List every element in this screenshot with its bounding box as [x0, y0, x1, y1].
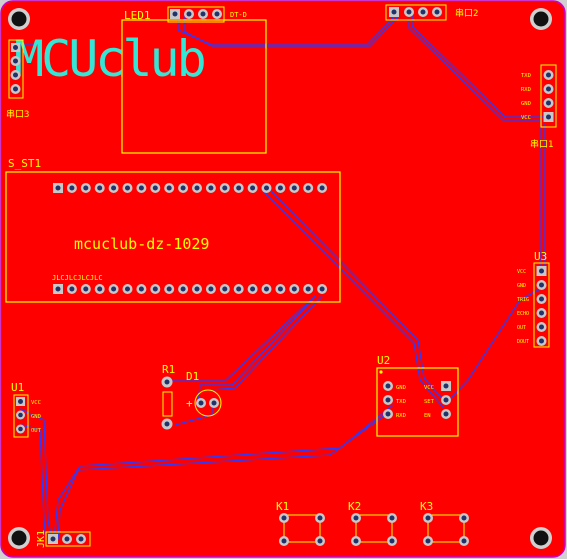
serial1-pin-2: RXD	[521, 87, 531, 93]
serial3-ref: 串口3	[6, 109, 29, 120]
u3-pin-3: TRIG	[517, 297, 529, 303]
serial3-connector: 串口3	[6, 39, 29, 120]
header-top-pin-hole-4	[97, 185, 103, 191]
header-top-pin-hole-12	[208, 185, 214, 191]
d1-ref: D1	[186, 370, 199, 383]
u2-pin-r2: SET	[424, 399, 435, 405]
s-st1-header: S_ST1 mcuclub-dz-1029 JLCJLCJLCJLC	[5, 157, 341, 303]
k3-button: K3	[420, 500, 469, 546]
serial1-ref: 串口1	[530, 139, 553, 150]
header-bottom-pin-hole-9	[166, 286, 172, 292]
k1-ref: K1	[276, 500, 289, 513]
u1-ref: U1	[11, 381, 24, 394]
silk-small-row: JLCJLCJLCJLC	[52, 274, 103, 282]
header-top-pin-hole-3	[83, 185, 89, 191]
header-top-pin-hole-17	[277, 185, 283, 191]
header-top-pin-hole-11	[194, 185, 200, 191]
u2-module: U2 GND TXD RXD VCC SET EN	[376, 354, 459, 437]
serial2-ref: 串口2	[455, 8, 478, 19]
u3-pin-4: ECHO	[517, 311, 529, 317]
header-bottom-pin-hole-6	[125, 286, 130, 292]
header-top-pin-hole-9	[166, 185, 172, 191]
u3-module: U3 VCC GND TRIG ECHO OUT DOUT	[517, 250, 550, 348]
header-top-pin-hole-6	[125, 185, 130, 191]
serial1-connector: TXD RXD GND VCC 串口1	[521, 64, 557, 150]
led1-pin-note: DT-D	[230, 11, 247, 19]
k2-button: K2	[348, 500, 397, 546]
u3-pin-5: OUT	[517, 325, 526, 331]
u2-pin-r3: EN	[424, 413, 431, 419]
u3-ref: U3	[534, 250, 547, 263]
serial1-pin-3: GND	[521, 101, 531, 107]
header-top-pin-hole-19	[305, 185, 311, 191]
u2-pin-l2: TXD	[396, 399, 406, 405]
header-top-pin-hole-15	[250, 185, 256, 191]
serial1-pin-1: TXD	[521, 73, 531, 79]
header-bottom-pin-hole-7	[138, 286, 144, 292]
header-bottom-pin-hole-11	[194, 286, 200, 292]
traces	[19, 15, 548, 541]
mounting-holes	[8, 8, 552, 549]
led1-ref: LED1	[124, 9, 151, 22]
silk-main-text: mcuclub-dz-1029	[74, 235, 209, 253]
header-bottom-pin-hole-3	[83, 286, 89, 292]
header-top-pin-hole-2	[69, 185, 75, 191]
r1-ref: R1	[162, 363, 175, 376]
header-top-pin-hole-8	[152, 185, 158, 191]
d1-led: D1 +	[186, 370, 222, 417]
header-bottom-pin-hole-10	[180, 286, 186, 292]
header-bottom-pin-hole-19	[305, 286, 311, 292]
header-top-pin-hole-10	[180, 185, 186, 191]
header-top-pin-hole-13	[222, 185, 228, 191]
k1-button: K1	[276, 500, 325, 546]
header-top-pin-hole-16	[264, 185, 269, 191]
header-bottom-pin-hole-14	[236, 286, 242, 292]
serial1-pin-4: VCC	[521, 115, 531, 121]
header-bottom-pin-hole-13	[222, 286, 228, 292]
header-bottom-pin-hole-18	[291, 286, 297, 292]
u3-pin-1: VCC	[517, 269, 526, 275]
header-top-pin-hole-14	[236, 185, 242, 191]
u3-pin-6: DOUT	[517, 339, 529, 345]
header-top-pin-hole-7	[138, 185, 144, 191]
u1-module: U1 VCC GND OUT	[11, 381, 42, 438]
header-bottom-pin-hole-20	[319, 286, 325, 292]
header-top-pin-hole-18	[291, 185, 297, 191]
u3-pin-2: GND	[517, 283, 526, 289]
header-bottom-pin-hole-15	[250, 286, 256, 292]
jk1-ref: JK1	[36, 530, 47, 548]
u1-pin-3: OUT	[31, 428, 42, 434]
u2-ref: U2	[377, 354, 390, 367]
header-bottom-pin-hole-2	[69, 286, 75, 292]
s-st1-ref: S_ST1	[8, 157, 41, 170]
d1-plus-label: +	[186, 397, 193, 410]
u2-pin-r1: VCC	[424, 385, 434, 391]
k3-ref: K3	[420, 500, 433, 513]
led1-module: LED1 DT-D	[121, 6, 267, 154]
header-bottom-pin-hole-16	[264, 286, 269, 292]
serial2-connector: 串口2	[385, 4, 478, 21]
header-top-pin-hole-5	[111, 185, 117, 191]
header-bottom-pin-hole-4	[97, 286, 103, 292]
header-top-pin-hole-1	[55, 185, 61, 191]
u2-pin-l1: GND	[396, 385, 406, 391]
header-bottom-pin-hole-5	[111, 286, 117, 292]
header-bottom-pin-hole-12	[208, 286, 214, 292]
u2-pin-l3: RXD	[396, 413, 406, 419]
header-bottom-pin-hole-8	[152, 286, 158, 292]
header-bottom-pin-hole-17	[277, 286, 283, 292]
header-bottom-pin-hole-1	[55, 286, 61, 292]
r1-resistor: R1	[161, 363, 175, 430]
logo-text: MCUclub	[14, 30, 205, 88]
header-top-pin-hole-20	[319, 185, 325, 191]
u1-pin-2: GND	[31, 414, 41, 420]
k2-ref: K2	[348, 500, 361, 513]
u1-pin-1: VCC	[31, 400, 41, 406]
jk1-jack: JK1	[36, 530, 91, 548]
